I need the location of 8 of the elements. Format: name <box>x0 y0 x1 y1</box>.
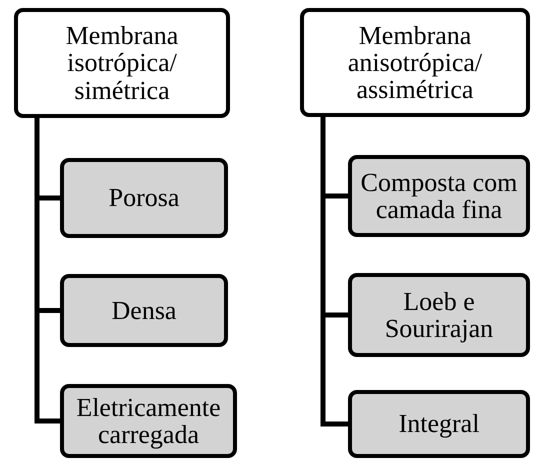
type-box: Porosa <box>60 158 228 238</box>
type-box: Loeb e Sourirajan <box>348 273 530 357</box>
type-box: Composta com camada fina <box>348 155 530 237</box>
type-box: Eletricamente carregada <box>60 384 237 458</box>
type-box: Integral <box>348 390 530 458</box>
category-box: Membrana isotrópica/ simétrica <box>14 8 230 118</box>
category-box: Membrana anisotrópica/ assimétrica <box>300 8 530 117</box>
type-box: Densa <box>60 274 228 347</box>
